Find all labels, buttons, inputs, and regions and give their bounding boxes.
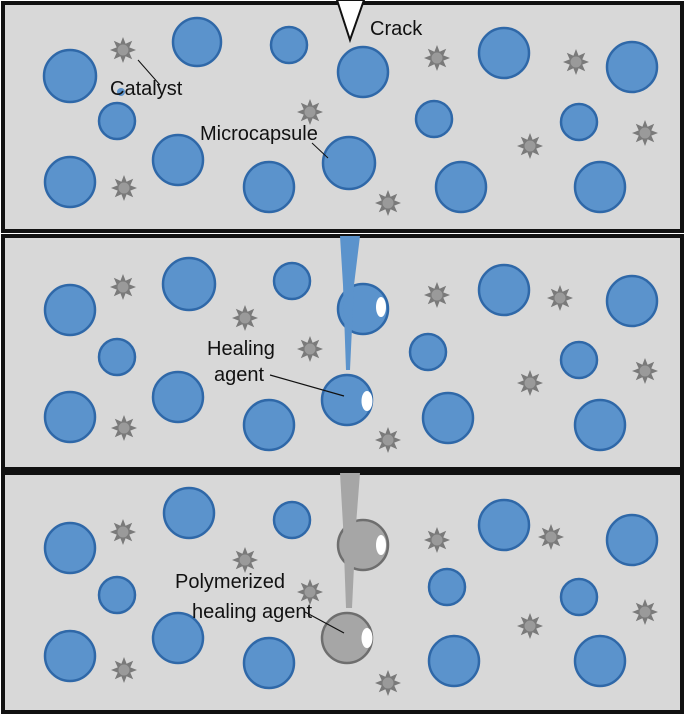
microcapsule bbox=[477, 26, 531, 80]
catalyst-icon bbox=[297, 336, 323, 362]
healing-agent-label-line2: agent bbox=[214, 364, 264, 386]
catalyst-icon bbox=[424, 527, 450, 553]
microcapsule bbox=[151, 133, 205, 187]
microcapsule bbox=[43, 283, 97, 337]
catalyst-icon bbox=[517, 370, 543, 396]
catalyst-particle bbox=[117, 88, 125, 96]
catalyst-icon bbox=[375, 427, 401, 453]
capsule-highlight bbox=[376, 535, 386, 555]
catalyst-icon bbox=[424, 45, 450, 71]
microcapsule bbox=[605, 513, 659, 567]
catalyst-leader-line bbox=[137, 59, 161, 86]
microcapsule-label: Microcapsule bbox=[200, 123, 318, 145]
microcapsule bbox=[42, 48, 98, 104]
microcapsule bbox=[161, 256, 217, 312]
microcapsule-group bbox=[42, 16, 659, 214]
catalyst-icon bbox=[517, 133, 543, 159]
polymerized-label-line2: healing agent bbox=[192, 601, 313, 623]
microcapsule bbox=[427, 634, 481, 688]
microcapsule bbox=[151, 370, 205, 424]
microcapsule bbox=[408, 332, 448, 372]
polymerized-leader-line bbox=[304, 611, 345, 634]
catalyst-icon bbox=[110, 37, 136, 63]
healing-agent-leader-line bbox=[269, 374, 345, 397]
microcapsule bbox=[43, 155, 97, 209]
microcapsule bbox=[559, 340, 599, 380]
microcapsule bbox=[605, 274, 659, 328]
catalyst-group bbox=[110, 37, 658, 216]
microcapsule bbox=[162, 486, 216, 540]
catalyst-icon bbox=[424, 282, 450, 308]
microcapsule bbox=[242, 636, 296, 690]
catalyst-icon bbox=[375, 190, 401, 216]
catalyst-icon bbox=[632, 358, 658, 384]
polymerized-crack-fill bbox=[340, 473, 360, 608]
microcapsule bbox=[242, 398, 296, 452]
microcapsule bbox=[573, 160, 627, 214]
microcapsule bbox=[559, 577, 599, 617]
catalyst-icon bbox=[375, 670, 401, 696]
microcapsule-group bbox=[43, 486, 659, 690]
microcapsule bbox=[43, 390, 97, 444]
microcapsule bbox=[97, 101, 137, 141]
catalyst-icon bbox=[538, 524, 564, 550]
microcapsule bbox=[477, 498, 531, 552]
microcapsule bbox=[573, 398, 627, 452]
panel-crack-formation: Crack Catalyst Microcapsule bbox=[1, 0, 684, 233]
microcapsule-leader-line bbox=[311, 142, 329, 159]
healing-agent-label-line1: Healing bbox=[207, 338, 275, 360]
microcapsule bbox=[477, 263, 531, 317]
healing-agent-crack-fill bbox=[340, 236, 360, 370]
microcapsule bbox=[269, 25, 309, 65]
catalyst-icon bbox=[110, 519, 136, 545]
microcapsule bbox=[171, 16, 223, 68]
panel-crack-propagation: Healing agent bbox=[1, 234, 684, 471]
catalyst-icon bbox=[111, 657, 137, 683]
catalyst-icon bbox=[111, 415, 137, 441]
polymerized-label-line1: Polymerized bbox=[175, 571, 285, 593]
catalyst-icon bbox=[110, 274, 136, 300]
microcapsule bbox=[427, 567, 467, 607]
catalyst-icon bbox=[517, 613, 543, 639]
microcapsule bbox=[421, 391, 475, 445]
microcapsule bbox=[336, 45, 390, 99]
microcapsule bbox=[43, 521, 97, 575]
catalyst-icon bbox=[632, 120, 658, 146]
catalyst-icon bbox=[563, 49, 589, 75]
crack-label: Crack bbox=[370, 18, 423, 40]
microcapsule bbox=[43, 629, 97, 683]
microcapsule bbox=[321, 135, 377, 191]
crack-icon bbox=[335, 0, 366, 44]
catalyst-icon bbox=[547, 285, 573, 311]
capsule-highlight bbox=[376, 297, 386, 317]
microcapsule-group bbox=[43, 256, 659, 452]
microcapsule bbox=[414, 99, 454, 139]
capsule-highlight bbox=[361, 391, 373, 411]
catalyst-icon bbox=[297, 99, 323, 125]
catalyst-label: Catalyst bbox=[110, 78, 183, 100]
microcapsule bbox=[605, 40, 659, 94]
microcapsule bbox=[151, 611, 205, 665]
microcapsule bbox=[559, 102, 599, 142]
catalyst-icon bbox=[232, 305, 258, 331]
catalyst-icon bbox=[632, 599, 658, 625]
microcapsule bbox=[97, 337, 137, 377]
microcapsule bbox=[272, 500, 312, 540]
capsule-highlight bbox=[361, 628, 373, 648]
catalyst-icon bbox=[232, 547, 258, 573]
microcapsule bbox=[434, 160, 488, 214]
panel-healed: Polymerized healing agent bbox=[1, 471, 684, 714]
microcapsule bbox=[97, 575, 137, 615]
microcapsule bbox=[272, 261, 312, 301]
microcapsule bbox=[242, 160, 296, 214]
catalyst-icon bbox=[111, 175, 137, 201]
microcapsule bbox=[573, 634, 627, 688]
